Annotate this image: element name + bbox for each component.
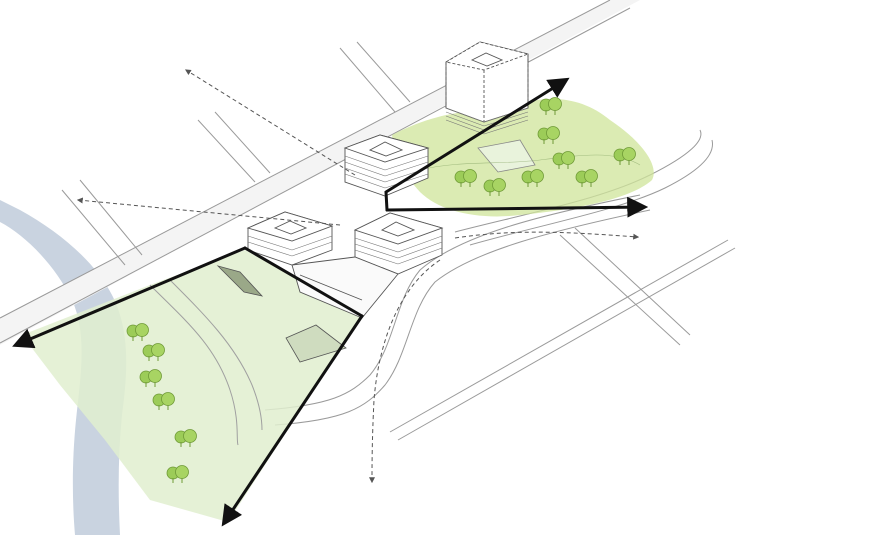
building-b1 bbox=[246, 211, 334, 266]
flow-arrow-northwest bbox=[184, 69, 356, 176]
riverside-park bbox=[22, 250, 362, 522]
flow-arrow-south bbox=[369, 259, 441, 484]
dashed-flow-arrows bbox=[76, 69, 640, 484]
podium-edge bbox=[299, 274, 363, 301]
podium bbox=[291, 256, 399, 319]
view-axis-east bbox=[385, 196, 649, 218]
riverside-park-path bbox=[149, 284, 239, 446]
hill-plaza bbox=[477, 139, 536, 173]
flow-arrow-east bbox=[454, 231, 640, 240]
view-axes bbox=[12, 77, 649, 527]
pavilion-2 bbox=[285, 324, 347, 363]
pavilion-1 bbox=[216, 265, 264, 297]
building-b2 bbox=[343, 134, 430, 197]
view-axis-south bbox=[221, 314, 364, 527]
view-axis-base bbox=[243, 246, 364, 318]
flow-arrow-west bbox=[76, 197, 341, 226]
riverside-park-path-2 bbox=[169, 279, 263, 431]
view-axis-west bbox=[12, 246, 247, 349]
building-b3 bbox=[353, 212, 444, 275]
hill-contours bbox=[419, 154, 641, 171]
view-axis-northeast bbox=[384, 77, 570, 212]
building-cluster bbox=[246, 41, 530, 319]
